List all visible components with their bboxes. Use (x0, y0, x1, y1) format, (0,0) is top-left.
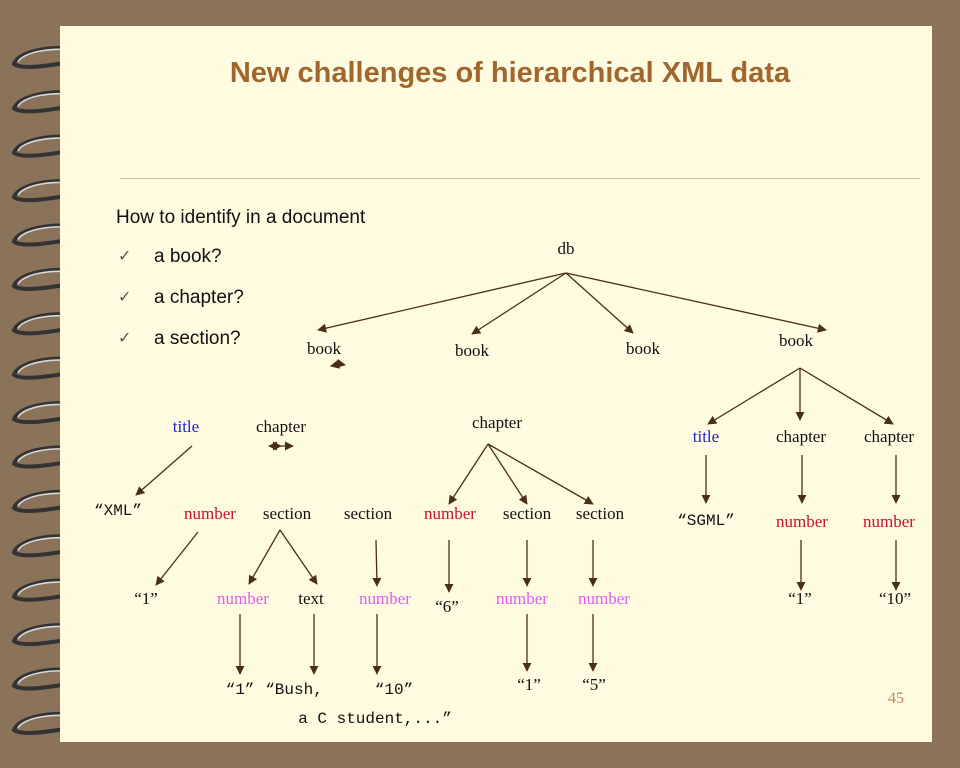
tree-node-value: “1” (788, 589, 812, 608)
binding-ring (11, 179, 83, 203)
page-number: 45 (888, 690, 904, 707)
tree-node-element: section (344, 504, 393, 523)
question-item-text: a book? (154, 246, 222, 267)
tree-edge (799, 367, 894, 425)
tree-node-number: number (424, 504, 476, 523)
slide-title: New challenges of hierarchical XML data (229, 57, 791, 89)
question-item: ✓ a section? (116, 328, 244, 369)
tree-node-subnumber: number (496, 589, 548, 608)
question-item: ✓ a book? (116, 246, 244, 287)
checkmark-icon: ✓ (118, 289, 132, 306)
tree-node-element: text (298, 589, 324, 608)
tree-node-title: title (173, 417, 199, 436)
tree-edge (448, 443, 489, 505)
tree-node-subnumber: number (359, 589, 411, 608)
tree-node-element: book (779, 331, 814, 350)
tree-node-element: section (576, 504, 625, 523)
question-list: ✓ a book? ✓ a chapter? ✓ a section? (116, 246, 244, 369)
tree-node-element: chapter (472, 413, 522, 432)
checkmark-icon: ✓ (118, 248, 132, 265)
tree-node-mono: “10” (375, 681, 413, 699)
binding-ring (11, 667, 83, 691)
title-divider (120, 178, 920, 179)
binding-ring (11, 578, 83, 602)
tree-node-element: chapter (864, 427, 914, 446)
binding-ring (11, 401, 83, 425)
binding-ring (11, 45, 83, 69)
tree-node-element: chapter (256, 417, 306, 436)
binding-ring (11, 445, 83, 469)
tree-node-value: “6” (435, 597, 459, 616)
tree-node-element: chapter (776, 427, 826, 446)
question-item-text: a chapter? (154, 287, 244, 308)
tree-edge (336, 358, 346, 368)
tree-edge (565, 272, 827, 333)
tree-node-mono: “SGML” (677, 512, 735, 530)
tree-edge (279, 529, 318, 585)
tree-edge (471, 272, 567, 335)
binding-ring (11, 356, 83, 380)
binding-ring (11, 489, 83, 513)
tree-node-mono: a C student,...” (298, 710, 452, 728)
tree-node-value: “1” (134, 589, 158, 608)
tree-node-value: “5” (582, 675, 606, 694)
tree-node-element: book (626, 339, 661, 358)
tree-node-element: book (455, 341, 490, 360)
tree-node-mono: “1” (226, 681, 255, 699)
binding-ring (11, 267, 83, 291)
tree-edge (135, 445, 193, 496)
tree-edge (707, 367, 801, 425)
tree-node-element: book (307, 339, 342, 358)
slide-page (60, 26, 932, 742)
tree-node-mono: “Bush, (265, 681, 323, 699)
tree-node-title: title (693, 427, 719, 446)
binding-ring (11, 312, 83, 336)
tree-edge (565, 272, 634, 334)
tree-node-element: db (558, 239, 575, 258)
tree-edge (330, 359, 341, 369)
tree-edge (248, 529, 281, 585)
binding-ring (11, 134, 83, 158)
tree-node-number: number (863, 512, 915, 531)
tree-edge (487, 443, 594, 505)
binding-ring (11, 711, 83, 735)
tree-edge (372, 539, 382, 587)
binding-ring (11, 90, 83, 114)
tree-node-element: section (263, 504, 312, 523)
tree-node-value: “1” (517, 675, 541, 694)
tree-node-subnumber: number (578, 589, 630, 608)
tree-node-subnumber: number (217, 589, 269, 608)
binding-ring (11, 534, 83, 558)
tree-node-number: number (184, 504, 236, 523)
tree-node-mono: “XML” (94, 502, 142, 520)
question-text: How to identify in a document (116, 207, 366, 228)
tree-edge (155, 531, 199, 586)
tree-node-value: “10” (879, 589, 911, 608)
binding-ring (11, 223, 83, 247)
tree-edge (317, 272, 567, 333)
binding-ring (11, 623, 83, 647)
tree-node-number: number (776, 512, 828, 531)
tree-edge (487, 443, 528, 505)
tree-node-element: section (503, 504, 552, 523)
question-item: ✓ a chapter? (116, 287, 244, 328)
question-item-text: a section? (154, 328, 241, 349)
checkmark-icon: ✓ (118, 330, 132, 347)
